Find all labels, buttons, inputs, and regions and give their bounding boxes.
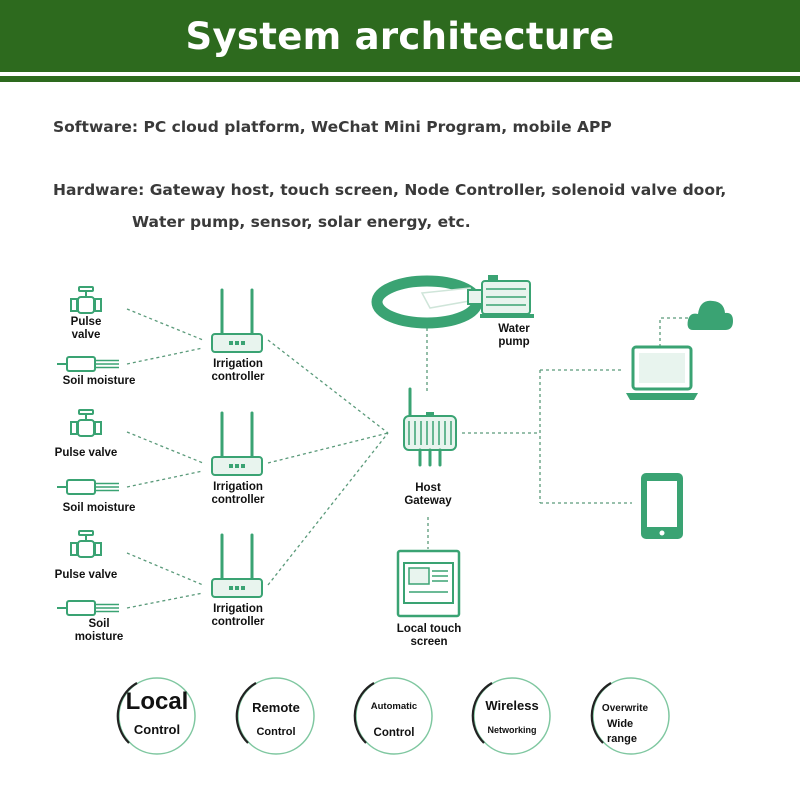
software-line: Software: PC cloud platform, WeChat Mini… <box>53 118 612 136</box>
water-pump-icon <box>371 275 534 329</box>
pulse-valve-label: Pulse valve <box>55 569 118 581</box>
controller-to-gateway-line <box>267 432 389 586</box>
valve-to-controller-line <box>126 552 204 586</box>
pulse-valve-icon <box>70 409 102 437</box>
laptop-to-cloud-line <box>659 317 688 347</box>
pulse-valve-label: Pulse valve <box>55 447 118 459</box>
feature-line1: Automatic <box>371 701 417 712</box>
host-gateway-label: Gateway <box>404 495 452 507</box>
cloud-icon <box>687 300 733 330</box>
controller-to-gateway-line <box>267 339 389 434</box>
soil-moisture-sensor-icon <box>57 356 119 372</box>
sensor-to-controller-line <box>126 592 204 609</box>
feature-line2: Wide <box>607 718 633 730</box>
soil-moisture-label: Soil moisture <box>63 375 136 387</box>
laptop-icon <box>626 345 698 400</box>
irrigation-controller-icon <box>211 288 263 353</box>
soil-moisture-sensor-icon <box>57 479 119 495</box>
feature-line1: Remote <box>252 700 300 715</box>
title-banner: System architecture <box>0 0 800 72</box>
mobile-phone-icon <box>641 473 683 539</box>
irrigation-controller-label: controller <box>211 494 265 506</box>
feature-circles: LocalControlRemoteControlAutomaticContro… <box>116 677 670 755</box>
feature-line2: Control <box>134 722 180 737</box>
irrigation-controller-label: Irrigation <box>213 603 263 615</box>
controller-to-gateway-line <box>267 432 389 464</box>
feature-line3: range <box>607 733 637 745</box>
irrigation-controller-icon <box>211 411 263 476</box>
connection-lines <box>126 308 688 609</box>
water-pump-label: Water <box>498 323 530 335</box>
valve-to-controller-line <box>126 431 204 464</box>
soil-moisture-label: Soil moisture <box>63 502 136 514</box>
touch-screen-label: Local touch <box>397 623 462 635</box>
pulse-valve-label: Pulse <box>71 316 102 328</box>
water-pump-label: pump <box>498 336 529 348</box>
feature-line1: Overwrite <box>602 703 649 714</box>
irrigation-controller-label: Irrigation <box>213 358 263 370</box>
irrigation-controller-label: Irrigation <box>213 481 263 493</box>
soil-moisture-label: Soil <box>88 618 109 630</box>
host-gateway-icon <box>403 387 457 467</box>
feature-line2: Networking <box>487 725 536 735</box>
pulse-valve-label: valve <box>72 329 101 341</box>
hardware-line-1: Hardware: Gateway host, touch screen, No… <box>53 181 727 199</box>
touch-screen-label: screen <box>410 636 447 648</box>
feature-line2: Control <box>256 726 295 738</box>
pulse-valve-icon <box>70 530 102 558</box>
sensor-to-controller-line <box>126 347 204 365</box>
page-title: System architecture <box>185 14 615 58</box>
valve-to-controller-line <box>126 308 204 341</box>
feature-line1: Local <box>126 688 189 715</box>
irrigation-controller-icon <box>211 533 263 598</box>
soil-moisture-sensor-icon <box>57 600 119 616</box>
sensor-to-controller-line <box>126 470 204 488</box>
irrigation-controller-label: controller <box>211 371 265 383</box>
hardware-line-2: Water pump, sensor, solar energy, etc. <box>132 213 471 231</box>
host-gateway-label: Host <box>415 482 441 494</box>
touch-screen-icon <box>396 549 461 618</box>
banner-divider <box>0 76 800 82</box>
irrigation-controller-label: controller <box>211 616 265 628</box>
feature-line2: Control <box>374 727 415 739</box>
soil-moisture-label: moisture <box>75 631 124 643</box>
feature-line1: Wireless <box>485 698 538 713</box>
pulse-valve-icon <box>70 286 102 314</box>
